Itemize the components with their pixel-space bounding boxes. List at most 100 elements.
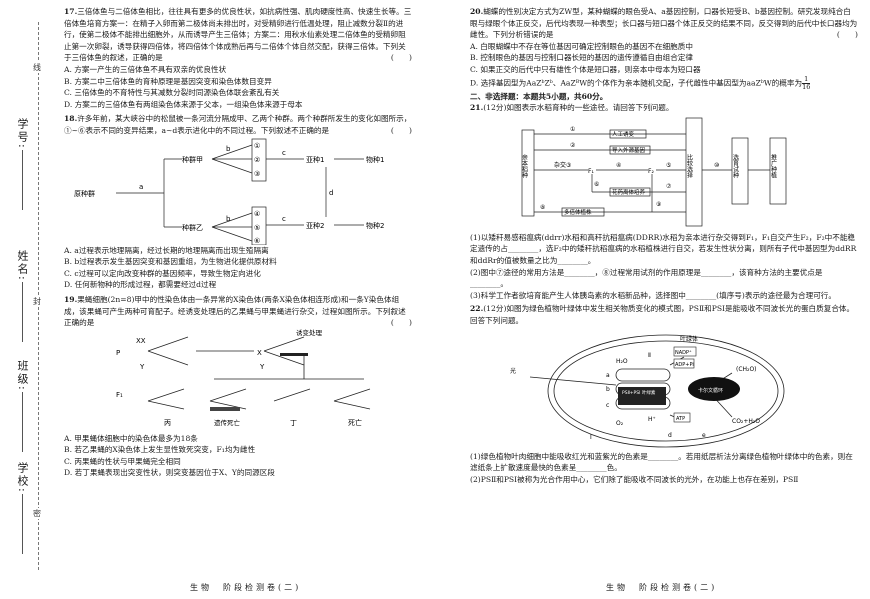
q21-step-6: ⑥ <box>594 181 599 188</box>
q19-label-ding: 丁 <box>290 419 297 427</box>
q22-adp-label: ADP+Pi <box>675 362 694 368</box>
q18-variant-4: ④ <box>254 210 260 218</box>
q18-stem: 18.许多年前，某大峡谷中的松鼠被一条河流分隔成甲、乙两个种群。两个种群所发生的… <box>64 114 412 135</box>
q19-mutagen-label: 诱变处理 <box>296 329 323 337</box>
q22-sub1[interactable]: (1)绿色植物叶肉细胞中能吸收红光和蓝紫光的色素是________。若用纸层析法… <box>470 451 853 473</box>
q21-compare-box: 比较选择 <box>686 153 693 179</box>
q21-sub2[interactable]: (2)图中⑦途径的常用方法是________，⑧过程常用试剂的作用原理是____… <box>470 267 823 289</box>
q19-label-xx: XX <box>136 337 146 345</box>
q22-atp-label: ATP <box>676 416 685 422</box>
school-blank[interactable] <box>22 494 23 554</box>
q18-option-b[interactable]: B. b过程表示发生基因突变和基因重组，为生物进化提供原材料 <box>64 257 277 267</box>
q21-anther-culture: 花药离体培养 <box>612 188 646 196</box>
q21-f1-label: F₁ <box>588 168 594 175</box>
q20-option-a[interactable]: A. 白眼蝴蝶中不存在等位基因可确定控制眼色的基因不在细胞质中 <box>470 41 693 51</box>
q19-label-p: P <box>116 349 120 357</box>
q21-step-10: ⑩ <box>714 162 719 169</box>
q22-label-ii: Ⅱ <box>648 352 651 359</box>
q21-step-9: ⑨ <box>656 201 661 208</box>
q19-label-x: X <box>257 349 262 357</box>
q19-lethal-bar <box>210 406 240 411</box>
q21-cross-label: 杂交 <box>554 161 566 169</box>
q18-label-c2: c <box>282 215 286 223</box>
q22-nadp-label: NADP⁺ <box>675 350 692 356</box>
seal-char-line: 线 <box>33 62 41 73</box>
student-id-label: 学号: <box>16 118 29 150</box>
q22-calvin-cycle-blob <box>688 376 740 401</box>
q22-sub2[interactable]: (2)PSⅡ和PSⅠ被称为光合作用中心，它们除了能吸收不同波长的光外，在功能上也… <box>470 474 799 484</box>
q21-step-5: ⑤ <box>666 162 671 169</box>
q17-option-c[interactable]: C. 三倍体鱼的不育特性与其减数分裂时同源染色体联会紊乱有关 <box>64 88 280 98</box>
q19-option-d[interactable]: D. 若丁果蝇表现出突变性状，则突变基因位于X、Y的同源区段 <box>64 468 275 478</box>
q22-ps-label: PSⅡ+PSⅠ 叶绿素 <box>622 389 656 396</box>
q19-label-bing: 丙 <box>164 419 171 427</box>
q22-label-a: a <box>606 372 610 379</box>
q19-option-b[interactable]: B. 若乙果蝇的X染色体上发生显性致死突变，F₁均为雌性 <box>64 445 256 455</box>
q18-label-c1: c <box>282 149 286 157</box>
q21-artificial-mutation: 人工诱变 <box>612 130 635 138</box>
name-blank[interactable] <box>22 282 23 342</box>
q17-option-a[interactable]: A. 方案一产生的三倍体鱼不具有双亲的优良性状 <box>64 64 227 74</box>
q22-sugar-label: (CH₂O) <box>736 366 757 373</box>
q22-label-c: c <box>606 402 609 409</box>
q22-chloroplast-label: 叶绿体 <box>680 335 698 343</box>
seal-char-seal: 封 <box>33 296 41 307</box>
binding-margin: 学号: 姓名: 班级: 学校: 线 封 密 <box>0 0 52 599</box>
q22-photosystem-block <box>618 386 666 405</box>
q22-calvin-label: 卡尔文循环 <box>698 387 723 394</box>
q21-step-7: ⑦ <box>666 183 672 190</box>
q18-label-d: d <box>329 189 333 197</box>
student-id-blank[interactable] <box>22 150 23 210</box>
q18-species-1: 物种1 <box>366 155 384 164</box>
q18-option-c[interactable]: C. c过程可以定向改变种群的基因频率，导致生物定向进化 <box>64 268 261 278</box>
q18-variant-1: ① <box>254 142 260 150</box>
q19-mutated-x-bar <box>280 352 308 356</box>
q19-stem: 19.果蝇细胞(2n=8)甲中的性染色体由一条异常的X染色体(两条X染色体相连形… <box>64 294 412 328</box>
q21-step-2: ② <box>570 142 576 149</box>
q18-variant-5: ⑤ <box>254 224 260 232</box>
q18-option-d[interactable]: D. 任何新物种的形成过程，都需要经过d过程 <box>64 280 217 290</box>
school-label: 学校: <box>16 462 29 494</box>
q21-import-gene: 导入外源基因 <box>612 146 646 154</box>
q22-light-label: 光 <box>510 367 516 375</box>
q22-chloroplast-diagram: 叶绿体 光 H₂O NADP⁺ ADP+Pi PSⅡ+PSⅠ 叶绿素 卡尔文循环… <box>510 334 785 447</box>
q22-label-d: d <box>668 432 672 439</box>
q17-option-b[interactable]: B. 方案二中三倍体鱼的育种原理是基因突变和染色体数目变异 <box>64 76 272 86</box>
q18-variant-3: ③ <box>254 170 260 178</box>
q22-water-label: H₂O <box>616 358 628 365</box>
q22-stem: 22.(12分)如图为绿色植物叶绿体中发生相关物质变化的模式图，PSⅡ和PSⅠ是… <box>470 304 855 325</box>
q20-option-c[interactable]: C. 如果正交的后代中只有雄性个体是短口器，则亲本中母本为短口器 <box>470 64 701 74</box>
q21-step-8: ⑧ <box>540 204 545 211</box>
q21-step-1: ① <box>570 126 575 133</box>
q22-label-i: Ⅰ <box>590 434 592 441</box>
q18-label-b2: b <box>226 215 231 223</box>
q19-fruitfly-diagram: P XX Y X Y 诱变处理 F₁ 丙 遗传死亡 丁 死亡 <box>116 329 371 427</box>
q19-label-death: 死亡 <box>348 418 362 427</box>
q17-option-d[interactable]: D. 方案二的三倍体鱼有两组染色体来源于父本，一组染色体来源于母本 <box>64 99 303 109</box>
section-2-heading: 二、非选择题：本题共5小题，共60分。 <box>470 91 608 101</box>
q21-step-4: ④ <box>616 162 621 169</box>
q21-promote-box: 推广种植 <box>770 153 777 179</box>
q21-parents-box: 亲本稻种 <box>521 153 528 179</box>
q22-label-b: b <box>606 386 610 393</box>
q19-option-c[interactable]: C. 丙果蝇的性状与甲果蝇完全相同 <box>64 456 181 466</box>
q18-variant-6: ⑥ <box>254 237 260 245</box>
q21-breeding-diagram: 亲本稻种 比较选择 选育试种 推广种植 人工诱变 导入外源基因 花药离体培养 多… <box>521 117 787 227</box>
q18-source-pop: 原种群 <box>74 189 95 198</box>
q18-label-b1: b <box>226 145 231 153</box>
right-column: 20.蝴蝶的性别决定方式为ZW型，某种蝴蝶的眼色受A、a基因控制，口器长短受B、… <box>470 6 858 485</box>
q18-species-2: 物种2 <box>366 221 384 230</box>
q21-sub1[interactable]: (1)以矮秆易感稻瘟病(ddrr)水稻和高秆抗稻瘟病(DDRR)水稻为亲本进行杂… <box>470 232 857 265</box>
q19-option-a[interactable]: A. 甲果蝇体细胞中的染色体最多为18条 <box>64 433 198 443</box>
left-column: 17.三倍体鱼与二倍体鱼相比，往往具有更多的优良性状，如抗病性强、肌肉硬度性高、… <box>64 6 412 479</box>
q21-sub3[interactable]: (3)科学工作者欲培育能产生人体胰岛素的水稻新品种，选择图中________(填… <box>470 290 836 300</box>
q19-label-y2: Y <box>259 363 265 371</box>
q22-label-e: e <box>702 432 706 439</box>
class-blank[interactable] <box>22 392 23 452</box>
q20-option-d[interactable]: D. 选择基因型为AaZᵇZᵇ、AaZᴮW的个体作为亲本随机交配，子代雌性中基因… <box>470 74 811 91</box>
q20-option-b[interactable]: B. 控制眼色的基因与控制口器长短的基因的遗传遵循自由组合定律 <box>470 53 694 63</box>
q18-option-a[interactable]: A. a过程表示地理隔离，经过长期的地理隔离而出现生殖隔离 <box>64 245 269 255</box>
class-label: 班级: <box>16 360 29 392</box>
